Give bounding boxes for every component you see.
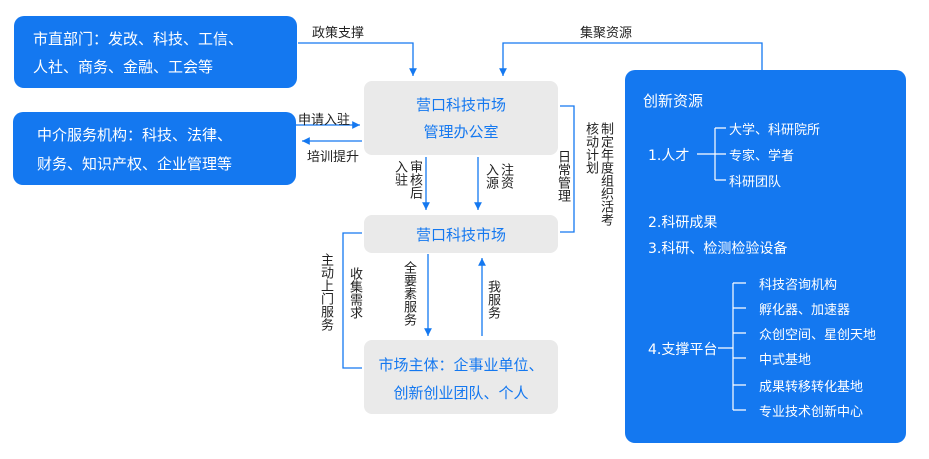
- achievements-label: 2.科研成果: [648, 215, 718, 231]
- daily-management-label: 日常管理: [555, 150, 570, 202]
- platform-item: 成果转移转化基地: [759, 380, 864, 395]
- talent-label: 1.人才: [648, 148, 690, 164]
- my-service-label: 我服务: [485, 280, 500, 319]
- gather-resources-label: 集聚资源: [580, 26, 633, 41]
- market-subjects-box: 市场主体：企事业单位、 创新创业团队、个人: [364, 340, 558, 414]
- capital-entry-label: 注资入源: [483, 163, 513, 189]
- agencies-box: 中介服务机构：科技、法律、 财务、知识产权、企业管理等: [13, 112, 296, 185]
- city-departments-line2: 人社、商务、金融、工会等: [33, 58, 214, 76]
- market-box: 营口科技市场: [364, 215, 558, 253]
- platform-item: 科技咨询机构: [759, 278, 838, 293]
- city-departments-box: 市直部门：发改、科技、工信、 人社、商务、金融、工会等: [14, 16, 297, 88]
- talent-item: 专家、学者: [729, 149, 795, 164]
- office-line1: 营口科技市场: [415, 96, 506, 114]
- apply-entry-label: 申请入驻: [298, 113, 351, 128]
- platform-item: 专业技术创新中心: [759, 405, 864, 420]
- market-label: 营口科技市场: [415, 226, 506, 244]
- resources-title: 创新资源: [643, 92, 704, 110]
- training-label: 培训提升: [307, 150, 360, 165]
- platform-item: 众创空间、星创天地: [759, 328, 877, 343]
- agencies-line2: 财务、知识产权、企业管理等: [37, 155, 233, 173]
- market-subjects-line1: 市场主体：企事业单位、: [378, 356, 544, 374]
- platform-item: 中式基地: [759, 353, 812, 368]
- review-entry-label: 审核后入驻: [392, 160, 422, 199]
- collect-needs-label: 收集需求: [347, 267, 362, 319]
- city-departments-line1: 市直部门：发改、科技、工信、: [33, 30, 244, 48]
- plan-label: 制定年度组织活考核动计划: [583, 122, 613, 226]
- full-service-label: 全要素服务: [401, 261, 416, 326]
- market-subjects-line2: 创新创业团队、个人: [393, 384, 529, 402]
- office-box: 营口科技市场 管理办公室: [364, 81, 558, 155]
- door-service-label: 主动上门服务: [318, 253, 333, 331]
- innovation-resources-panel: [625, 70, 906, 443]
- talent-item: 大学、科研院所: [729, 123, 821, 138]
- agencies-line1: 中介服务机构：科技、法律、: [37, 126, 233, 144]
- equipment-label: 3.科研、检测检验设备: [648, 241, 788, 257]
- platform-label: 4.支撑平台: [648, 342, 718, 358]
- policy-support-label: 政策支撑: [312, 26, 365, 41]
- platform-item: 孵化器、加速器: [759, 303, 851, 318]
- office-line2: 管理办公室: [423, 123, 499, 141]
- talent-item: 科研团队: [729, 175, 782, 190]
